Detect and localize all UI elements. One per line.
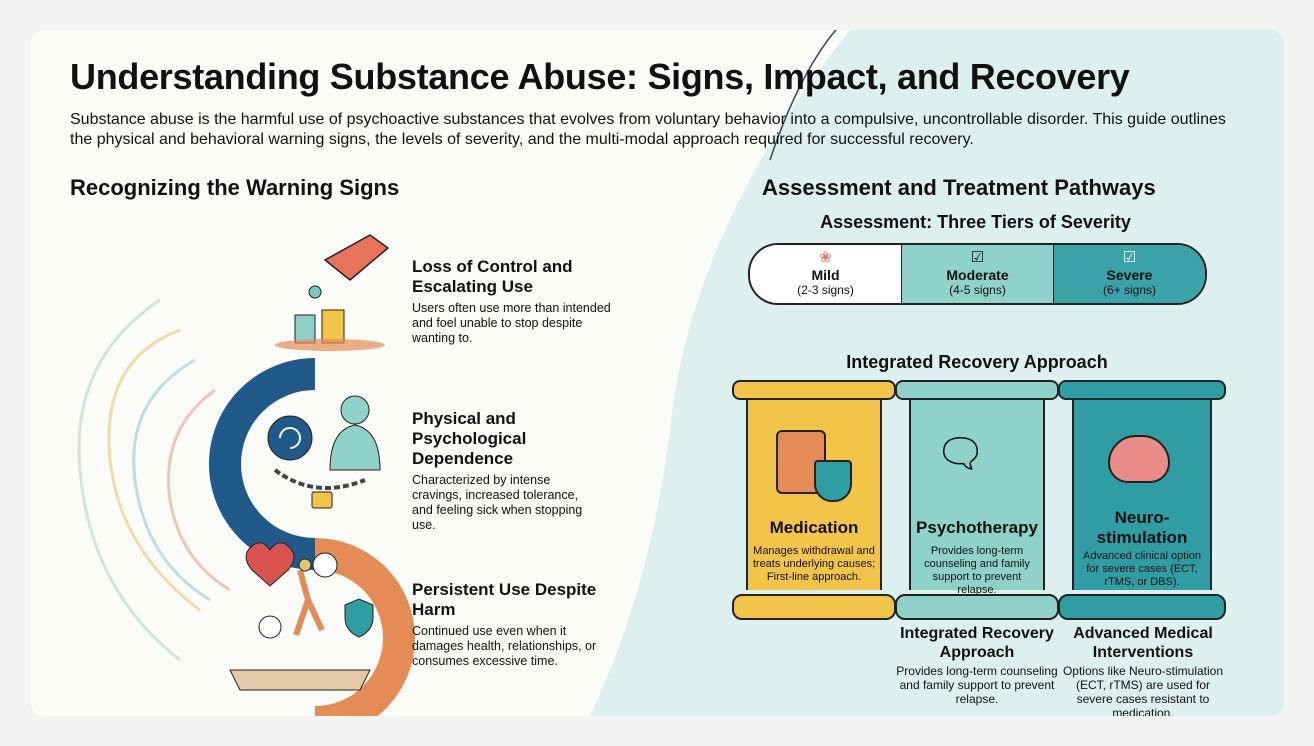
tier-count: (2-3 signs): [797, 283, 854, 297]
pillar-name: Psychotherapy: [916, 518, 1038, 537]
warning-item-title: Physical and Psychological Dependence: [412, 409, 527, 468]
warning-signs-heading: Recognizing the Warning Signs: [70, 175, 400, 200]
assessment-heading: Assessment and Treatment Pathways: [762, 175, 1156, 200]
warning-item-desc: Characterized by intense cravings, incre…: [412, 473, 583, 532]
tiers-title: Assessment: Three Tiers of Severity: [820, 212, 1131, 232]
note-advanced: Advanced Medical Interventions Options l…: [1060, 624, 1226, 716]
warning-item-desc: Users often use more than intended and f…: [412, 301, 611, 345]
warning-item: Physical and Psychological Dependence Ch…: [412, 409, 597, 533]
chained-brain-icon: [267, 395, 381, 509]
pillar-desc: Advanced clinical option for severe case…: [1082, 550, 1202, 588]
note-desc: Provides long-term counseling and family…: [896, 664, 1058, 706]
brain-icon: ❀: [819, 249, 832, 266]
note-title: Advanced Medical Interventions: [1073, 625, 1213, 661]
broken-heart-icon: [229, 542, 374, 691]
tier-mild: ❀ Mild (2-3 signs): [750, 245, 901, 303]
check-circle-icon: ☑: [1122, 249, 1137, 266]
counseling-people-icon: 🗨: [935, 432, 986, 476]
decorative-arcs-icon: [77, 298, 231, 662]
note-integrated: Integrated Recovery Approach Provides lo…: [892, 624, 1062, 706]
pills-hand-icon: [275, 234, 390, 351]
pillar-desc: Provides long-term counseling and family…: [924, 545, 1030, 596]
tier-name: Mild: [811, 267, 840, 283]
severity-tiers: ❀ Mild (2-3 signs) ☑ Moderate (4-5 signs…: [748, 243, 1207, 305]
warning-item-title: Persistent Use Despite Harm: [412, 580, 597, 619]
pillar-name: Neuro-stimulation: [1096, 508, 1188, 547]
harm-arc: [314, 538, 415, 716]
tier-moderate: ☑ Moderate (4-5 signs): [901, 245, 1053, 303]
shield-check-icon: [814, 460, 852, 502]
tier-name: Moderate: [946, 267, 1009, 283]
pillar-psychotherapy: 🗨 Psychotherapy Provides long-term couns…: [895, 380, 1059, 620]
check-circle-icon: ☑: [970, 249, 985, 266]
page-subtitle: Substance abuse is the harmful use of ps…: [70, 111, 1226, 148]
brain-icon: [1108, 435, 1170, 483]
tier-count: (6+ signs): [1102, 283, 1157, 297]
warning-item-desc: Continued use even when it damages healt…: [412, 624, 597, 668]
tier-severe: ☑ Severe (6+ signs): [1053, 245, 1205, 303]
pillar-medication: Medication Manages withdrawal and treats…: [732, 380, 896, 620]
dependence-arc: [209, 358, 316, 570]
page-title: Understanding Substance Abuse: Signs, Im…: [70, 56, 1130, 97]
pillar-name: Medication: [769, 518, 859, 537]
tier-count: (4-5 signs): [949, 283, 1006, 297]
recovery-title: Integrated Recovery Approach: [846, 352, 1108, 372]
warning-item: Loss of Control and Escalating Use Users…: [412, 257, 612, 346]
warning-item: Persistent Use Despite Harm Continued us…: [412, 580, 597, 669]
infographic: Understanding Substance Abuse: Signs, Im…: [30, 30, 1284, 716]
pillar-neurostimulation: Neuro-stimulation Advanced clinical opti…: [1058, 380, 1226, 620]
note-desc: Options like Neuro-stimulation (ECT, rTM…: [1062, 664, 1224, 716]
tier-name: Severe: [1106, 267, 1153, 283]
pillar-desc: Manages withdrawal and treats underlying…: [752, 545, 876, 583]
note-title: Integrated Recovery Approach: [900, 625, 1054, 661]
warning-item-title: Loss of Control and Escalating Use: [412, 257, 573, 296]
